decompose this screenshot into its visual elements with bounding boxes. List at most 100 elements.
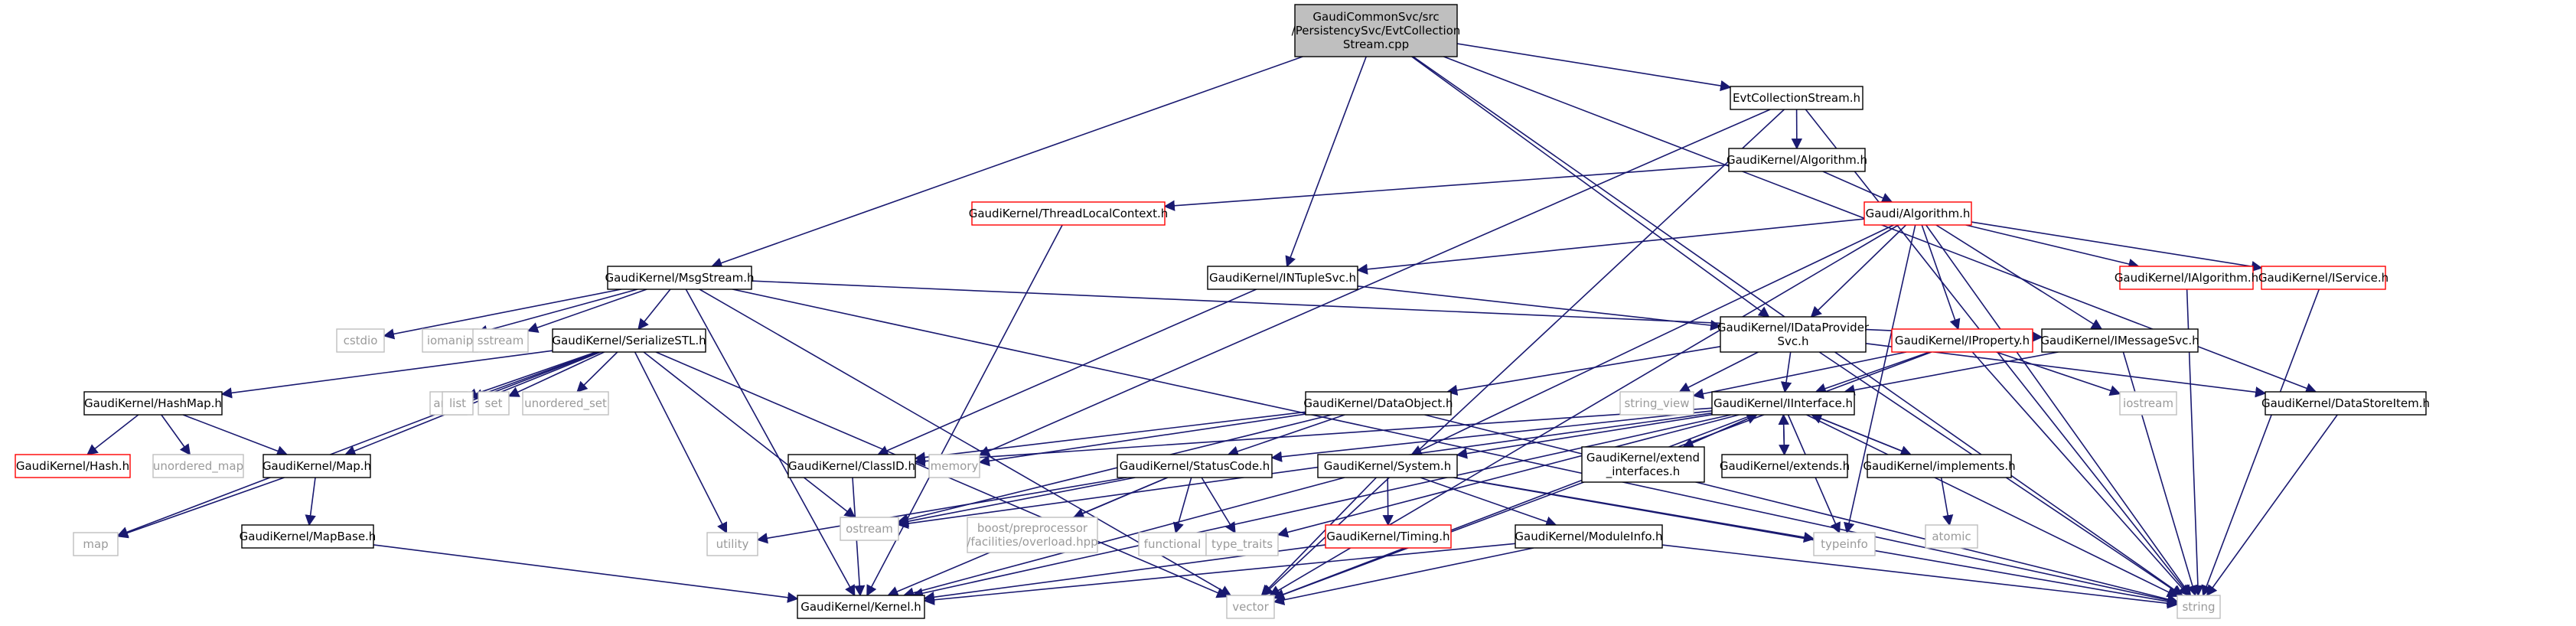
- node-atomic[interactable]: atomic: [1925, 524, 1978, 549]
- node-gk_mapbase[interactable]: GaudiKernel/MapBase.h: [240, 524, 377, 549]
- node-iostream[interactable]: iostream: [2119, 391, 2177, 416]
- node-box: [2265, 391, 2427, 416]
- node-gk_intuplesvc[interactable]: GaudiKernel/INTupleSvc.h: [1207, 266, 1358, 290]
- edge-gk_serializestl-to-map: [116, 351, 599, 538]
- node-type_traits[interactable]: type_traits: [1205, 532, 1279, 556]
- edge-gk_algorithm_h-to-gaudi_algorithm_h: [1822, 171, 1893, 204]
- edge-gk_iproperty-to-iostream: [1996, 351, 2121, 396]
- node-box: [152, 454, 244, 478]
- edge-gk_intuplesvc-to-gk_idataprovider: [1357, 285, 1722, 331]
- node-box: [2119, 391, 2177, 416]
- edge-gaudi_algorithm_h-to-string: [1925, 224, 2192, 597]
- edge-gk_iinterface-to-gk_kernel: [911, 414, 1732, 599]
- node-box: [1317, 454, 1458, 478]
- node-gk_ialgorithm[interactable]: GaudiKernel/IAlgorithm.h: [2115, 266, 2258, 290]
- edge-gk_moduleinfo-to-string: [1661, 544, 2179, 609]
- node-list[interactable]: list: [442, 391, 474, 416]
- node-gk_algorithm_h[interactable]: GaudiKernel/Algorithm.h: [1727, 148, 1867, 172]
- node-set[interactable]: set: [478, 391, 510, 416]
- edge-gk_imessagesvc-to-string: [2122, 351, 2198, 597]
- node-box: [442, 391, 474, 416]
- node-gk_moduleinfo[interactable]: GaudiKernel/ModuleInfo.h: [1515, 524, 1663, 549]
- node-box: [83, 391, 223, 416]
- edge-gaudi_algorithm_h-to-gk_iservice: [1971, 221, 2263, 272]
- node-gk_extends[interactable]: GaudiKernel/extends.h: [1720, 454, 1850, 478]
- node-memory[interactable]: memory: [928, 454, 980, 478]
- node-gk_msgstream[interactable]: GaudiKernel/MsgStream.h: [605, 266, 755, 290]
- node-gaudi_algorithm_h[interactable]: Gaudi/Algorithm.h: [1864, 201, 1972, 226]
- edge-gk_serializestl-to-ostream: [643, 351, 856, 518]
- edge-gk_system-to-gk_timing: [1382, 477, 1394, 527]
- node-sstream[interactable]: sstream: [472, 328, 529, 353]
- node-utility[interactable]: utility: [706, 532, 758, 556]
- edge-gk_statuscode-to-type_traits: [1201, 477, 1236, 534]
- node-vector[interactable]: vector: [1226, 595, 1275, 619]
- edge-gk_iinterface-to-gk_system: [1456, 414, 1713, 459]
- node-box: [1864, 201, 1972, 226]
- node-cstdio[interactable]: cstdio: [336, 328, 385, 353]
- node-label: string_view: [1624, 396, 1689, 411]
- node-gk_hash[interactable]: GaudiKernel/Hash.h: [15, 454, 131, 478]
- node-gk_hashmap[interactable]: GaudiKernel/HashMap.h: [83, 391, 223, 416]
- node-gk_statuscode[interactable]: GaudiKernel/StatusCode.h: [1117, 454, 1273, 478]
- node-label: GaudiKernel/MsgStream.h: [605, 271, 754, 285]
- edge-gk_iinterface-to-ostream: [897, 412, 1713, 530]
- node-box: [1813, 532, 1876, 556]
- node-box: [1581, 446, 1705, 483]
- node-gk_kernel[interactable]: GaudiKernel/Kernel.h: [797, 595, 925, 619]
- node-functional[interactable]: functional: [1138, 532, 1207, 556]
- node-gk_dataobject[interactable]: GaudiKernel/DataObject.h: [1303, 391, 1453, 416]
- edge-evtcollection_h-to-vector: [1262, 109, 1785, 596]
- node-unordered_map[interactable]: unordered_map: [152, 454, 244, 478]
- edge-gk_iinterface-to-type_traits: [1277, 414, 1740, 538]
- node-box: [2177, 595, 2221, 619]
- node-label: iostream: [2123, 396, 2173, 410]
- node-gk_classid[interactable]: GaudiKernel/ClassID.h: [787, 454, 916, 478]
- node-label: Stream.cpp: [1343, 37, 1409, 51]
- node-box: [1720, 316, 1867, 353]
- node-label: string: [2182, 600, 2215, 614]
- node-label: _interfaces.h: [1606, 465, 1681, 479]
- edge-gk_iinterface-to-vector: [1273, 414, 1754, 600]
- node-gk_serializestl[interactable]: GaudiKernel/SerializeSTL.h: [552, 328, 706, 353]
- node-box: [2261, 266, 2386, 290]
- node-string_view[interactable]: string_view: [1619, 391, 1694, 416]
- node-gk_iservice[interactable]: GaudiKernel/IService.h: [2258, 266, 2389, 290]
- node-label: GaudiKernel/IDataProvider: [1717, 321, 1870, 334]
- edge-gk_statuscode-to-ostream: [897, 477, 1136, 527]
- node-typeinfo[interactable]: typeinfo: [1813, 532, 1876, 556]
- edge-gk_intuplesvc-to-gk_classid: [876, 289, 1257, 456]
- edge-gk_datastoreitem-to-string: [2206, 414, 2338, 597]
- node-gk_map[interactable]: GaudiKernel/Map.h: [262, 454, 371, 478]
- node-gk_implements[interactable]: GaudiKernel/implements.h: [1863, 454, 2016, 478]
- node-map[interactable]: map: [73, 532, 119, 556]
- node-evtcollection_h[interactable]: EvtCollectionStream.h: [1730, 86, 1864, 110]
- node-box: [336, 328, 385, 353]
- node-label: /PersistencySvc/EvtCollection: [1292, 24, 1461, 37]
- node-box: [1205, 532, 1279, 556]
- node-gk_system[interactable]: GaudiKernel/System.h: [1317, 454, 1458, 478]
- node-unordered_set[interactable]: unordered_set: [522, 391, 609, 416]
- node-gk_iproperty[interactable]: GaudiKernel/IProperty.h: [1891, 328, 2033, 353]
- node-label: GaudiKernel/ThreadLocalContext.h: [969, 207, 1169, 220]
- node-label: memory: [931, 459, 979, 473]
- node-label: GaudiKernel/IMessageSvc.h: [2040, 334, 2199, 347]
- node-root[interactable]: GaudiCommonSvc/src/PersistencySvc/EvtCol…: [1292, 4, 1461, 57]
- node-label: EvtCollectionStream.h: [1733, 91, 1860, 105]
- node-ostream[interactable]: ostream: [840, 517, 899, 541]
- node-iomanip[interactable]: iomanip: [422, 328, 478, 353]
- node-gk_threadlocal[interactable]: GaudiKernel/ThreadLocalContext.h: [969, 201, 1169, 226]
- edge-gk_algorithm_h-to-gk_threadlocal: [1163, 164, 1730, 211]
- edge-gk_implements-to-atomic: [1940, 477, 1954, 527]
- node-gk_timing[interactable]: GaudiKernel/Timing.h: [1325, 524, 1452, 549]
- node-gk_datastoreitem[interactable]: GaudiKernel/DataStoreItem.h: [2261, 391, 2430, 416]
- node-gk_imessagesvc[interactable]: GaudiKernel/IMessageSvc.h: [2040, 328, 2199, 353]
- node-string[interactable]: string: [2177, 595, 2221, 619]
- node-label: vector: [1232, 600, 1269, 614]
- node-gk_extend_interfaces[interactable]: GaudiKernel/extend_interfaces.h: [1581, 446, 1705, 483]
- node-gk_iinterface[interactable]: GaudiKernel/IInterface.h: [1711, 391, 1855, 416]
- node-boost_overload[interactable]: boost/preprocessor/facilities/overload.h…: [967, 517, 1098, 553]
- edge-gk_moduleinfo-to-vector: [1273, 547, 1534, 605]
